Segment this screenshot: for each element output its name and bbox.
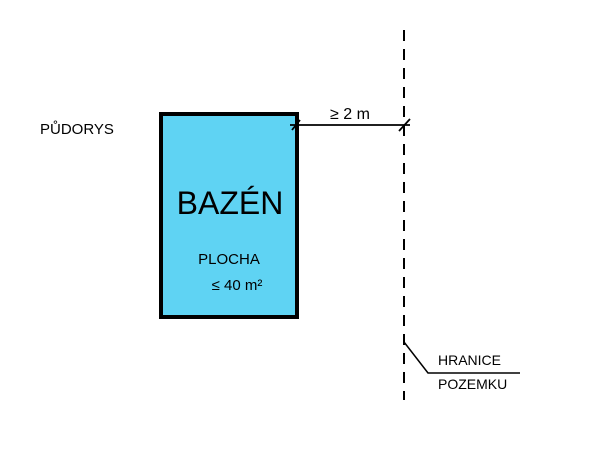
- boundary-leader: [403, 341, 520, 374]
- pool-name: BAZÉN: [177, 185, 284, 221]
- boundary-label-line2: POZEMKU: [438, 376, 507, 392]
- boundary-label-line1: HRANICE: [438, 352, 501, 368]
- dimension-tick-left: [291, 119, 301, 131]
- view-label: PŮDORYS: [40, 120, 114, 138]
- pool-rectangle: [159, 112, 299, 319]
- pool-area-label: PLOCHA: [198, 251, 260, 268]
- pool-area-value: ≤ 40 m²: [212, 277, 263, 294]
- distance-label: ≥ 2 m: [330, 106, 370, 123]
